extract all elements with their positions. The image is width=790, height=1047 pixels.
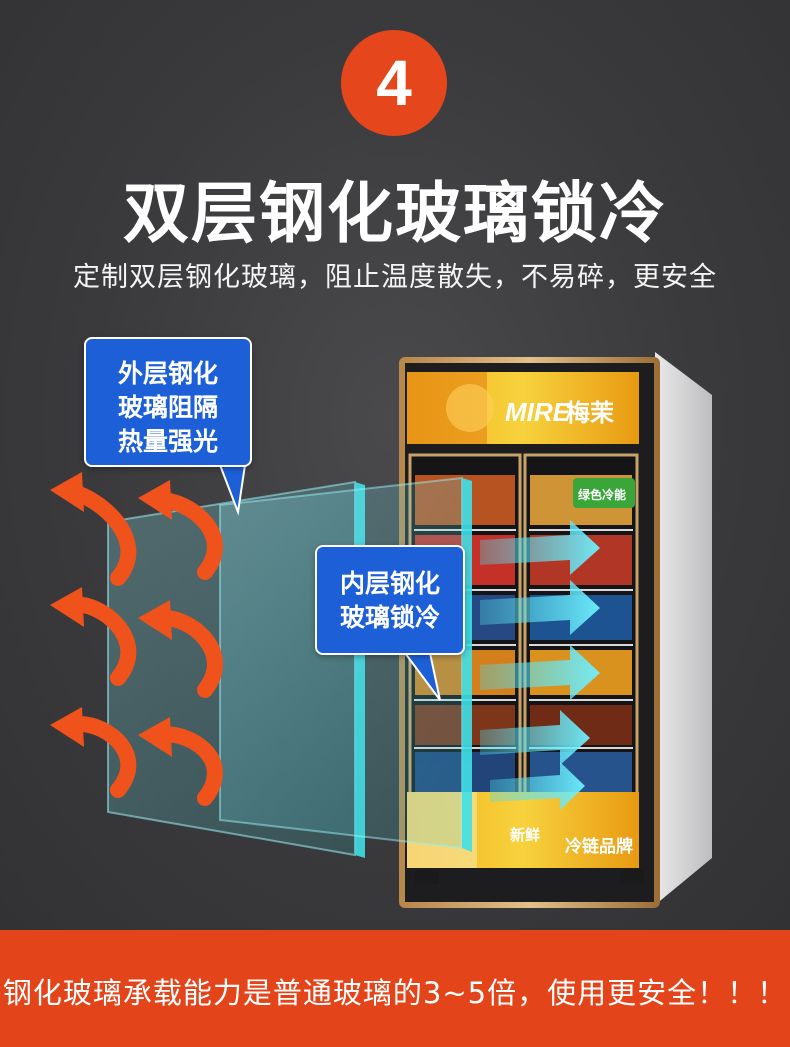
page-subtitle: 定制双层钢化玻璃，阻止温度散失，不易碎，更安全 bbox=[73, 262, 717, 293]
callout-line: 外层钢化 bbox=[117, 359, 218, 388]
fridge-bottom-banner-2: 冷链品牌 bbox=[565, 836, 633, 857]
fridge-brand-cn: 梅茉 bbox=[566, 399, 614, 427]
footer-banner bbox=[0, 930, 790, 1047]
step-number-badge: 4 bbox=[341, 30, 447, 136]
fridge-brand-en: MIRE bbox=[505, 397, 571, 427]
callout-line: 热量强光 bbox=[117, 427, 218, 456]
page-title: 双层钢化玻璃锁冷 bbox=[123, 175, 667, 252]
outer-glass-callout: 外层钢化 玻璃阻隔 热量强光 bbox=[84, 337, 252, 467]
fridge-sticker: 绿色冷能 bbox=[578, 487, 626, 502]
inner-glass-pane bbox=[219, 476, 472, 852]
fridge-bottom-banner: 新鲜 bbox=[510, 826, 540, 844]
cold-arrows bbox=[480, 520, 600, 810]
callout-line: 玻璃锁冷 bbox=[339, 603, 440, 632]
callout-line: 内层钢化 bbox=[339, 569, 440, 598]
callout-line: 玻璃阻隔 bbox=[117, 393, 218, 422]
glass-illustration: MIRE 梅茉 绿色冷能 新鲜 冷链品牌 bbox=[50, 352, 712, 908]
inner-glass-callout: 内层钢化 玻璃锁冷 bbox=[315, 545, 465, 655]
heat-arrowheads bbox=[50, 472, 172, 757]
footer-text: 钢化玻璃承载能力是普通玻璃的3~5倍，使用更安全！！！ bbox=[2, 976, 788, 1010]
